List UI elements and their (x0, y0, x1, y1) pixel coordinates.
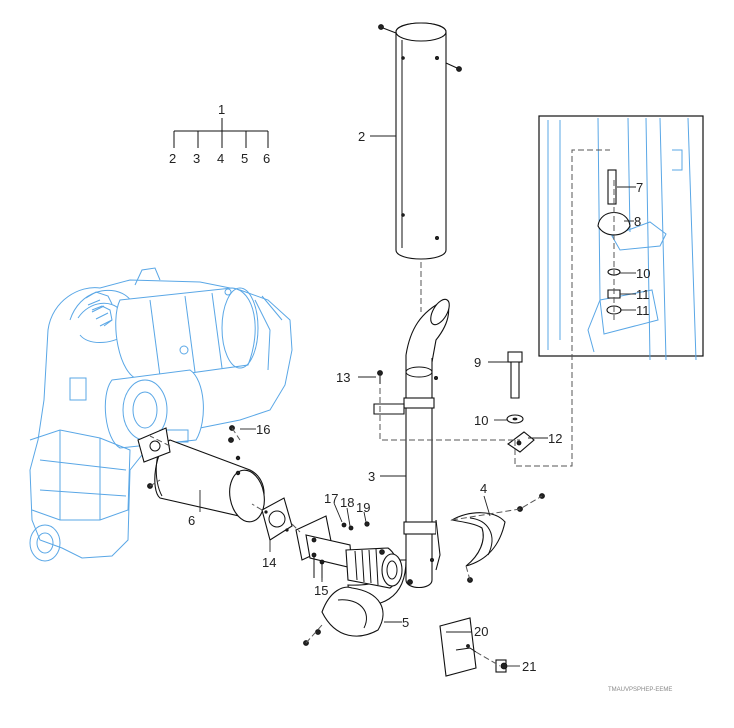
tree-child-label: 6 (263, 151, 270, 166)
detail-inset (538, 115, 704, 361)
tree-child-label: 5 (241, 151, 248, 166)
heat-shield-tube (378, 22, 462, 260)
callout-labels: 2 3 4 5 6 7 8 9 10 10 11 11 12 13 14 15 … (188, 129, 650, 674)
leader-lines (199, 135, 636, 667)
callout-15: 15 (314, 583, 328, 598)
drawing-code: TMAUVPSPHEP-EEME (608, 687, 672, 693)
left-half-shield (303, 586, 384, 646)
pipe-shield-cylinder (137, 425, 265, 523)
callout-12: 12 (548, 431, 562, 446)
callout-7: 7 (636, 180, 643, 195)
assembly-guide-lines (149, 149, 615, 667)
callout-11b: 11 (636, 303, 650, 318)
tree-child-label: 2 (169, 151, 176, 166)
callout-2: 2 (358, 129, 365, 144)
callout-21: 21 (522, 659, 536, 674)
assembly-tree: 1 2 3 4 5 6 (169, 102, 270, 166)
flange-adapter (295, 515, 370, 580)
callout-11a: 11 (636, 287, 650, 302)
stud-bolt-assembly (377, 351, 535, 453)
callout-5: 5 (402, 615, 409, 630)
tree-root-label: 1 (218, 102, 225, 117)
callout-9: 9 (474, 355, 481, 370)
gasket (261, 497, 293, 541)
tree-child-label: 4 (217, 151, 224, 166)
callout-14: 14 (262, 555, 276, 570)
callout-20: 20 (474, 624, 488, 639)
callout-8: 8 (634, 214, 641, 229)
flex-bellows (345, 547, 403, 589)
tree-child-label: 3 (193, 151, 200, 166)
callout-10b: 10 (636, 266, 650, 281)
callout-18: 18 (340, 495, 354, 510)
callout-3: 3 (368, 469, 375, 484)
callout-19: 19 (356, 500, 370, 515)
callout-6: 6 (188, 513, 195, 528)
callout-10a: 10 (474, 413, 488, 428)
callout-13: 13 (336, 370, 350, 385)
callout-16: 16 (256, 422, 270, 437)
bracket-plate (439, 617, 477, 677)
callout-17: 17 (324, 491, 338, 506)
bolt-21 (495, 659, 508, 673)
right-half-shield (450, 493, 545, 583)
callout-4: 4 (480, 481, 487, 496)
